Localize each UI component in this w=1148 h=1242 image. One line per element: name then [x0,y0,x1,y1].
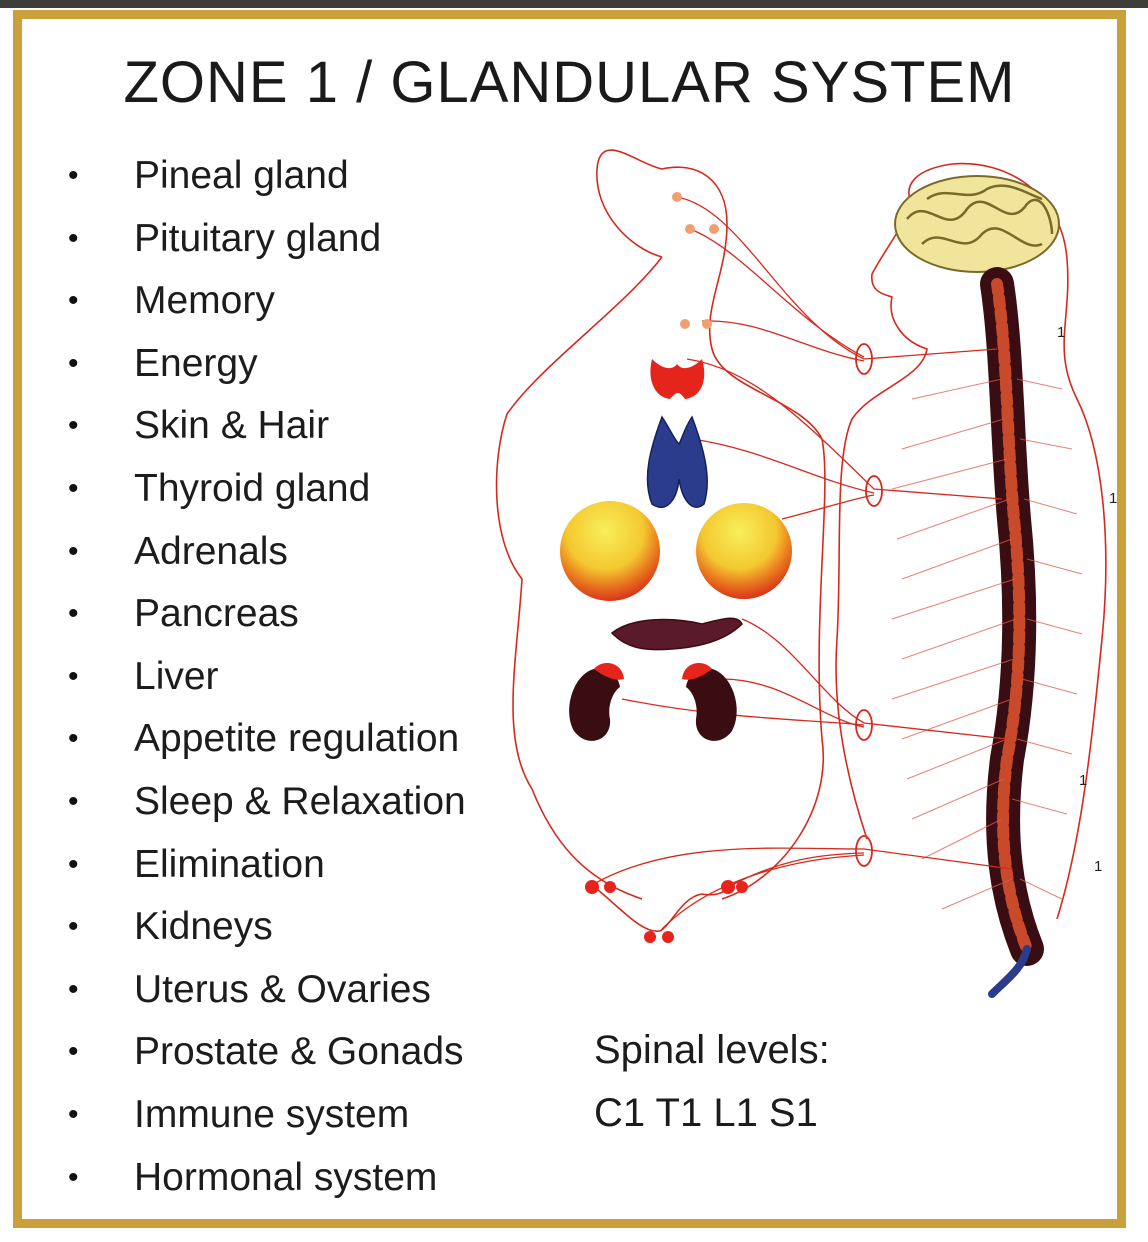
front-body-outline [495,149,826,900]
list-item-label: Immune system [134,1092,410,1136]
list-item: • Kidneys [58,896,528,959]
bullet: • [68,1035,79,1069]
list-item: • Hormonal system [58,1147,528,1210]
bullet: • [68,847,79,881]
spine [980,267,1044,998]
list-item-label: Pineal gland [134,154,349,197]
bullet: • [68,659,79,693]
spinal-levels: Spinal levels: C1 T1 L1 S1 [594,1019,830,1145]
bullet: • [68,471,79,505]
reproductive-organs [585,880,748,943]
bullet: • [68,722,79,756]
nervous-system-illustration: 1 1 1 1 [495,149,1117,998]
spinal-level-markers: 1 1 1 1 [1057,324,1117,875]
list-item: • Pancreas [58,583,528,646]
list-item-label: Energy [134,341,258,385]
list-item: • Pituitary gland [58,208,528,271]
list-item-label: Skin & Hair [134,404,330,448]
list-item: • Memory [58,270,528,333]
top-strip [0,0,1148,8]
brain [894,175,1060,273]
list-item: • Pineal gland [58,145,528,208]
thymus-gland [646,415,708,508]
level-marker-s1: 1 [1094,858,1102,875]
bullet: • [68,534,79,568]
pineal-pituitary-glands [672,192,719,329]
list-item-label: Appetite regulation [134,717,460,761]
bullet: • [68,972,79,1006]
list-item: • Elimination [58,834,528,897]
list-item-label: Hormonal system [134,1155,438,1199]
page-title: ZONE 1 / GLANDULAR SYSTEM [123,50,1016,115]
spinal-levels-label: Spinal levels: [594,1028,830,1072]
list-item-label: Pancreas [134,592,299,636]
list-item: • Appetite regulation [58,708,528,771]
level-marker-c1: 1 [1057,324,1065,341]
list-item: • Liver [58,646,528,709]
list-item: • Adrenals [58,521,528,584]
kidneys [569,663,737,741]
list-item-label: Sleep & Relaxation [134,779,466,823]
pancreas [610,617,743,651]
list-item-label: Prostate & Gonads [134,1030,464,1074]
bullet: • [68,1160,79,1194]
list-item: • Sleep & Relaxation [58,771,528,834]
glandular-list: • Pineal gland • Pituitary gland • Memory •… [58,145,528,1209]
spinal-levels-values: C1 T1 L1 S1 [594,1091,818,1135]
bullet: • [68,159,79,192]
list-item-label: Thyroid gland [134,466,371,510]
thyroid-gland [650,359,705,399]
level-marker-t1: 1 [1109,490,1117,507]
list-item-label: Uterus & Ovaries [134,967,431,1011]
bullet: • [68,221,79,255]
list-item: • Energy [58,333,528,396]
list-item: • Skin & Hair [58,395,528,458]
organ-nerve-paths [591,196,1013,930]
breast-tissue [560,501,792,601]
list-item-label: Liver [134,654,219,698]
bullet: • [68,784,79,818]
list-item: • Immune system [58,1084,528,1147]
bullet: • [68,910,79,944]
poster-frame: ZONE 1 / GLANDULAR SYSTEM • Pineal gland … [13,10,1126,1228]
level-marker-l1: 1 [1079,772,1087,789]
list-item-label: Elimination [134,842,325,886]
list-item: • Uterus & Ovaries [58,959,528,1022]
spinal-nerves [891,378,1083,910]
list-item-label: Kidneys [134,905,273,949]
bullet: • [68,409,79,443]
list-item: • Thyroid gland [58,458,528,521]
list-item: • Prostate & Gonads [58,1021,528,1084]
list-item-label: Memory [134,279,275,323]
list-item-label: Adrenals [134,529,288,573]
bullet: • [68,1097,79,1131]
profile-outline [835,162,1107,920]
bullet: • [68,346,79,380]
nerve-ganglia [855,343,883,867]
bullet: • [68,597,79,631]
list-item-label: Pituitary gland [134,216,382,260]
bullet: • [68,284,79,318]
